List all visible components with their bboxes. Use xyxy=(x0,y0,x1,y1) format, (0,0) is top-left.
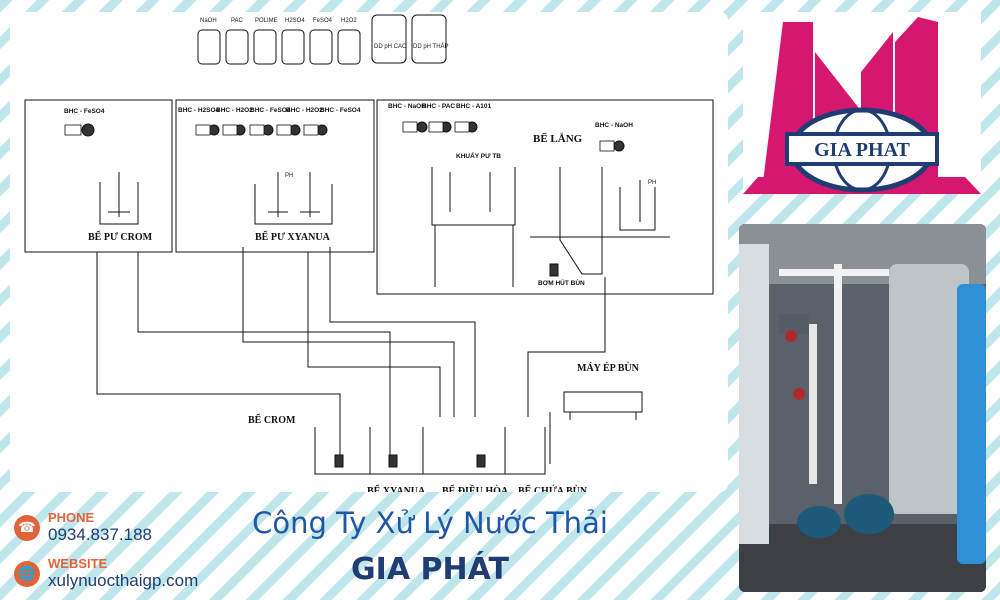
sludge-tank-label: BỂ CHỨA BÙN xyxy=(518,484,588,492)
pump-label: BHC - FeSO4 xyxy=(320,107,361,114)
filter-press xyxy=(563,391,643,413)
pump-label: BHC - NaOH xyxy=(388,103,426,110)
xyanua-tank-label: BỂ XYANUA xyxy=(367,484,426,492)
chem-label: FeSO4 xyxy=(313,18,333,24)
chemical-tanks xyxy=(197,14,447,65)
pump-label: BHC - H2SO4 xyxy=(178,107,220,114)
mixer-label: KHUẤY PƯ TB xyxy=(456,150,501,160)
sludge-pump-label: BƠM HÚT BÙN xyxy=(538,278,585,287)
ph-probe-label: PH xyxy=(648,180,656,186)
crom-reaction-label: BỂ PƯ CROM xyxy=(88,230,153,243)
settling-label: BỂ LẮNG xyxy=(533,132,583,145)
dosing-tank-label: DD pH THẤP xyxy=(413,43,449,50)
process-diagram: NaOH PAC POLIME H2SO4 FeSO4 H2O2 DD pH C… xyxy=(24,14,714,492)
company-name: Công Ty Xử Lý Nước Thải xyxy=(252,506,608,540)
lower-tanks xyxy=(314,427,546,475)
globe-icon: 🌐 xyxy=(14,560,40,587)
pump-label: BHC - PAC xyxy=(422,103,455,110)
filter-press-label: MÁY ÉP BÙN xyxy=(577,362,640,374)
pump-label: BHC - H2O2 xyxy=(286,107,323,114)
pump-label: BHC - H2O2 xyxy=(216,107,253,114)
xyanua-reaction-label: BỂ PƯ XYANUA xyxy=(255,230,331,243)
ph-probe-label: PH xyxy=(285,173,293,179)
chem-label: POLIME xyxy=(255,18,278,24)
pump-label: BHC - FeSO4 xyxy=(64,108,105,115)
phone-icon: ☎ xyxy=(14,514,40,541)
website-contact[interactable]: 🌐 WEBSITE xulynuocthaigp.com xyxy=(14,557,198,590)
treatment-plant-photo xyxy=(739,224,986,592)
pump-label: BHC - A101 xyxy=(456,103,492,110)
chem-label: H2SO4 xyxy=(285,18,305,24)
chem-label: NaOH xyxy=(200,18,217,24)
process-diagram-panel: NaOH PAC POLIME H2SO4 FeSO4 H2O2 DD pH C… xyxy=(10,12,728,492)
crom-reaction-box xyxy=(24,99,173,253)
pump-label: BHC - FeSO4 xyxy=(250,107,291,114)
website-link[interactable]: xulynuocthaigp.com xyxy=(48,571,199,590)
website-label: WEBSITE xyxy=(48,556,108,571)
equalization-tank-label: BỂ ĐIỀU HÒA xyxy=(442,484,509,492)
phone-number[interactable]: 0934.837.188 xyxy=(48,525,152,544)
phone-contact[interactable]: ☎ PHONE 0934.837.188 xyxy=(14,511,152,544)
settling-box xyxy=(376,99,714,295)
company-logo: GIA PHAT xyxy=(743,12,981,194)
chem-label: H2O2 xyxy=(341,18,357,24)
phone-label: PHONE xyxy=(48,510,95,525)
dosing-tank-label: DD pH CAO xyxy=(374,44,407,50)
brand-name: GIA PHÁT xyxy=(351,552,509,587)
logo-text: GIA PHAT xyxy=(814,139,910,161)
xyanua-reaction-box xyxy=(175,99,375,253)
crom-tank-label: BỂ CROM xyxy=(248,413,296,426)
chem-label: PAC xyxy=(231,18,244,24)
pump-label: BHC - NaOH xyxy=(595,122,633,129)
